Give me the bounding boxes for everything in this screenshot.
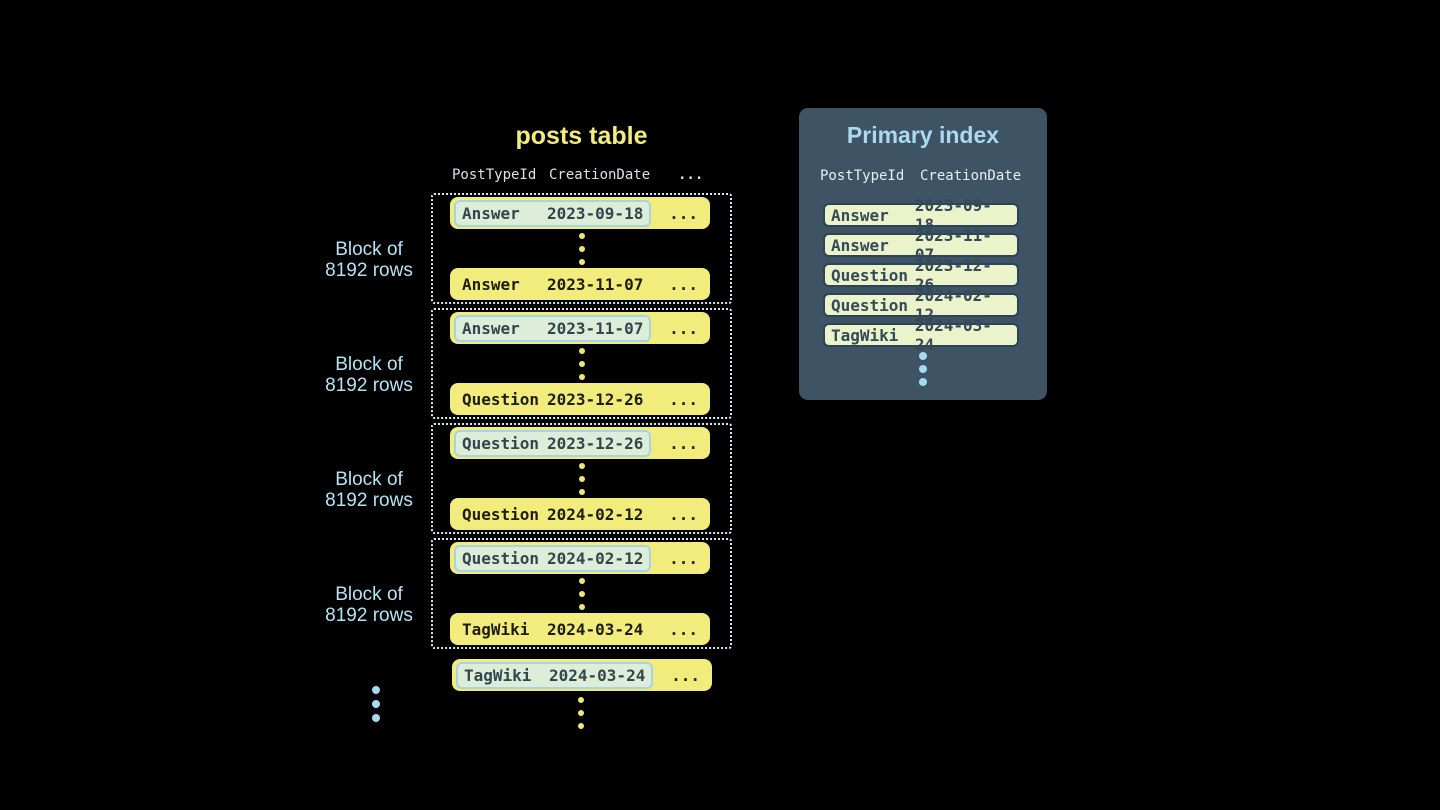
index-continues-dots <box>919 352 927 386</box>
block-2-label: Block of 8192 rows <box>316 354 422 396</box>
cell-creationdate: 2024-03-24 <box>547 619 644 639</box>
index-entry: Question 2024-02-12 <box>823 286 1019 324</box>
block-label-line2: 8192 rows <box>325 260 413 281</box>
posts-col-posttypeid: PostTypeId <box>452 167 537 183</box>
block-label-line2: 8192 rows <box>325 375 413 396</box>
row-key-highlight: Answer 2023-09-18 <box>454 199 652 227</box>
blocks-continue-dots <box>372 686 380 722</box>
index-entry: Question 2023-12-26 <box>823 256 1019 294</box>
row-more-ellipsis: ... <box>669 548 698 568</box>
block-label-line2: 8192 rows <box>325 605 413 626</box>
cell-posttypeid: Question <box>831 265 909 285</box>
cell-posttypeid: Question <box>462 389 540 409</box>
row-more-ellipsis: ... <box>669 619 698 639</box>
cell-creationdate: 2023-12-26 <box>547 389 644 409</box>
row-more-ellipsis: ... <box>669 274 698 294</box>
cell-creationdate: 2023-11-07 <box>914 226 992 264</box>
block-label-line2: 8192 rows <box>325 490 413 511</box>
cell-posttypeid: Answer <box>462 318 520 338</box>
cell-creationdate: 2023-12-26 <box>547 433 644 453</box>
row-more-ellipsis: ... <box>669 203 698 223</box>
index-col-creationdate: CreationDate <box>920 168 1022 184</box>
posts-col-more-ellipsis: ... <box>678 167 704 183</box>
table-row: Question 2023-12-26 ... <box>450 427 710 459</box>
index-entry: Answer 2023-09-18 <box>823 196 1019 234</box>
cell-posttypeid: Question <box>462 504 540 524</box>
block-label-line1: Block of <box>335 469 403 490</box>
cell-creationdate: 2024-02-12 <box>547 548 644 568</box>
posts-col-creationdate: CreationDate <box>549 167 651 183</box>
cell-creationdate: 2024-02-12 <box>547 504 644 524</box>
cell-posttypeid: Answer <box>462 274 520 294</box>
rows-ellipsis-dots <box>578 463 585 495</box>
table-continues-dots <box>578 697 584 729</box>
cell-posttypeid: Question <box>462 548 540 568</box>
row-more-ellipsis: ... <box>671 665 700 685</box>
block-4-label: Block of 8192 rows <box>316 584 422 626</box>
block-2: Answer 2023-11-07 ... Question 2023-12-2… <box>431 308 732 419</box>
row-more-ellipsis: ... <box>669 318 698 338</box>
table-row: Question 2024-02-12 ... <box>450 498 710 530</box>
rows-ellipsis-dots <box>578 578 585 610</box>
cell-creationdate: 2023-09-18 <box>914 196 992 234</box>
row-more-ellipsis: ... <box>669 389 698 409</box>
table-row: Answer 2023-11-07 ... <box>450 312 710 344</box>
block-1-label: Block of 8192 rows <box>316 239 422 281</box>
row-key: Answer 2023-11-07 <box>454 271 651 298</box>
cell-posttypeid: Question <box>831 295 909 315</box>
row-key: Question 2023-12-26 <box>454 386 651 413</box>
table-row: Question 2023-12-26 ... <box>450 383 710 415</box>
block-4: Question 2024-02-12 ... TagWiki 2024-03-… <box>431 538 732 649</box>
row-key: Question 2024-02-12 <box>454 501 651 528</box>
primary-index-panel: Primary index PostTypeId CreationDate An… <box>799 108 1047 400</box>
row-key-highlight: TagWiki 2024-03-24 <box>456 661 654 689</box>
index-entry: Answer 2023-11-07 <box>823 226 1019 264</box>
cell-creationdate: 2024-03-24 <box>549 665 646 685</box>
cell-posttypeid: TagWiki <box>464 665 532 685</box>
table-row: Answer 2023-11-07 ... <box>450 268 710 300</box>
cell-posttypeid: Answer <box>831 235 889 255</box>
cell-creationdate: 2024-02-12 <box>914 286 992 324</box>
table-row: TagWiki 2024-03-24 ... <box>450 613 710 645</box>
table-row: Answer 2023-09-18 ... <box>450 197 710 229</box>
cell-creationdate: 2023-09-18 <box>547 203 644 223</box>
primary-index-title: Primary index <box>846 122 1000 148</box>
rows-ellipsis-dots <box>578 233 585 265</box>
row-more-ellipsis: ... <box>669 504 698 524</box>
cell-posttypeid: Question <box>462 433 540 453</box>
cell-creationdate: 2023-11-07 <box>547 318 644 338</box>
block-label-line1: Block of <box>335 584 403 605</box>
cell-posttypeid: Answer <box>462 203 520 223</box>
posts-table-title: posts table <box>515 122 648 150</box>
block-1: Answer 2023-09-18 ... Answer 2023-11-07 … <box>431 193 732 304</box>
row-more-ellipsis: ... <box>669 433 698 453</box>
table-row: Question 2024-02-12 ... <box>450 542 710 574</box>
cell-posttypeid: Answer <box>831 205 889 225</box>
row-key-highlight: Question 2024-02-12 <box>454 544 652 572</box>
index-col-posttypeid: PostTypeId <box>820 168 905 184</box>
cell-creationdate: 2024-03-24 <box>914 316 992 354</box>
block-3-label: Block of 8192 rows <box>316 469 422 511</box>
row-key-highlight: Question 2023-12-26 <box>454 429 652 457</box>
block-label-line1: Block of <box>335 239 403 260</box>
row-key-highlight: Answer 2023-11-07 <box>454 314 652 342</box>
cell-creationdate: 2023-11-07 <box>547 274 644 294</box>
cell-posttypeid: TagWiki <box>462 619 530 639</box>
cell-creationdate: 2023-12-26 <box>914 256 992 294</box>
block-label-line1: Block of <box>335 354 403 375</box>
block-3: Question 2023-12-26 ... Question 2024-02… <box>431 423 732 534</box>
table-row-overflow: TagWiki 2024-03-24 ... <box>452 659 712 691</box>
row-key: TagWiki 2024-03-24 <box>454 616 651 643</box>
rows-ellipsis-dots <box>578 348 585 380</box>
index-entry: TagWiki 2024-03-24 <box>823 316 1019 354</box>
cell-posttypeid: TagWiki <box>831 325 899 345</box>
